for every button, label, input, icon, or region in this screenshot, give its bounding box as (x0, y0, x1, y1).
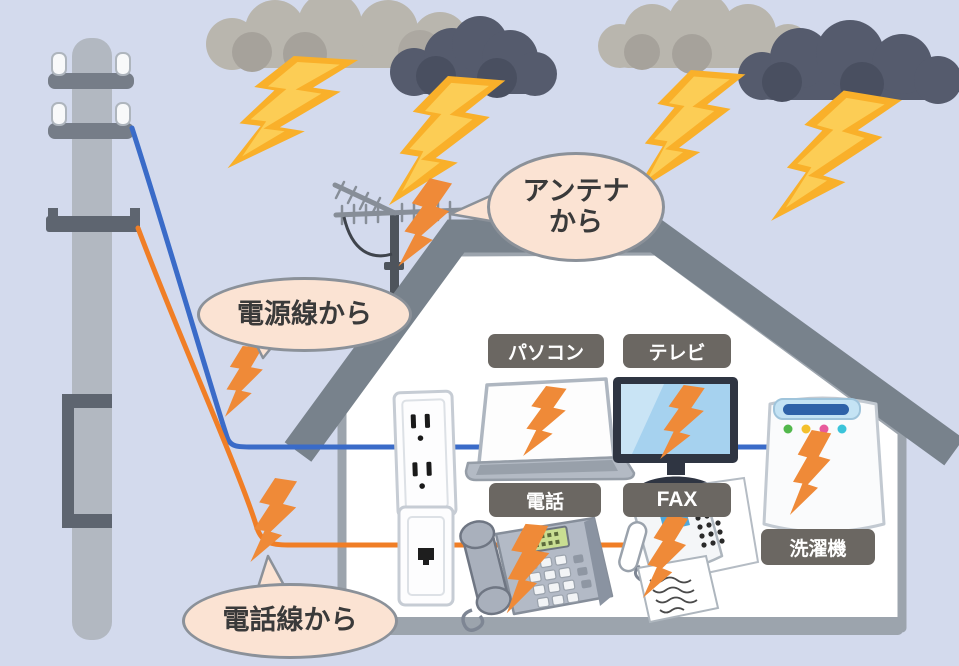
label-pc: パソコン (507, 342, 584, 364)
bubble-phone-label: 電話線から (222, 605, 358, 636)
storm-cloud-group-right (598, 0, 959, 106)
power-outlet-icon (392, 389, 458, 519)
utility-pole (46, 38, 140, 640)
bubble-antenna-line1: アンテナ (522, 175, 630, 206)
pole-bracket (46, 208, 140, 528)
power-wire (129, 125, 803, 450)
label-chip-pc: パソコン (488, 334, 604, 368)
label-fax: FAX (656, 488, 698, 511)
label-tv: テレビ (648, 342, 706, 364)
label-chip-fax: FAX (623, 483, 731, 517)
phone-jack-icon (397, 505, 455, 607)
label-washing-machine: 洗濯機 (789, 538, 847, 560)
speech-bubble-antenna: アンテナ から (487, 152, 665, 262)
light-cloud-right-icon (598, 0, 810, 74)
pole-insulators (51, 52, 131, 126)
label-phone: 電話 (525, 491, 564, 513)
dark-cloud-left-icon (390, 16, 557, 98)
speech-bubble-phone-line: 電話線から (182, 583, 398, 659)
label-chip-tv: テレビ (623, 334, 731, 368)
speech-bubble-power-line: 電源線から (197, 277, 412, 352)
label-chip-phone: 電話 (489, 483, 601, 517)
bubble-power-label: 電源線から (237, 298, 372, 329)
house-floor (343, 617, 903, 635)
dark-cloud-right-icon (738, 20, 959, 106)
storm-cloud-group-left (206, 0, 557, 98)
bubble-antenna-line2: から (549, 207, 603, 237)
label-chip-washing-machine: 洗濯機 (761, 529, 875, 565)
